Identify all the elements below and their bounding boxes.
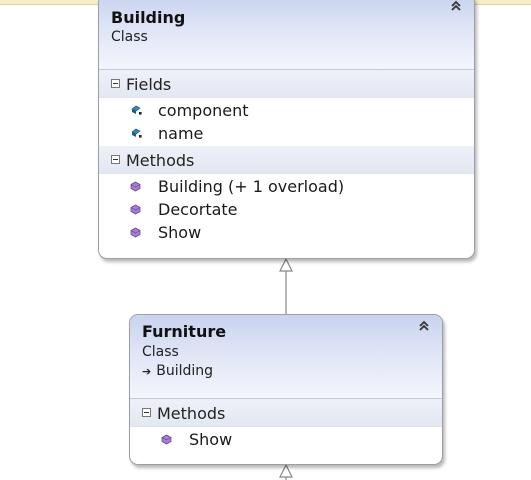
class-stereotype-building: Class <box>111 29 148 45</box>
class-header-furniture[interactable]: Furniture Class ➔ Building <box>130 315 442 399</box>
method-label: Show <box>158 223 202 242</box>
field-label: name <box>158 124 204 143</box>
method-item[interactable]: Decortate <box>99 198 474 221</box>
section-title-fields: Fields <box>126 75 172 94</box>
field-icon <box>131 128 142 138</box>
field-icon <box>131 105 142 115</box>
section-title-methods: Methods <box>157 404 226 423</box>
collapse-toggle-icon[interactable] <box>111 79 120 88</box>
method-label: Show <box>189 430 233 449</box>
double-chevron-up-icon[interactable] <box>448 0 464 16</box>
fields-list: component name <box>99 98 474 145</box>
inheritance-arrowhead-building <box>279 257 293 272</box>
section-header-methods[interactable]: Methods <box>99 146 474 174</box>
class-base-furniture: ➔ Building <box>142 363 213 379</box>
methods-list: Building (+ 1 overload) Decortate Show <box>99 174 474 244</box>
method-item[interactable]: Building (+ 1 overload) <box>99 175 474 198</box>
method-icon <box>161 434 172 445</box>
class-stereotype-furniture: Class <box>142 344 179 360</box>
class-header-building[interactable]: Building Class <box>99 0 474 70</box>
field-item[interactable]: name <box>99 122 474 145</box>
class-box-furniture[interactable]: Furniture Class ➔ Building Methods Show <box>129 314 443 465</box>
method-icon <box>130 204 141 215</box>
method-item[interactable]: Show <box>99 221 474 244</box>
base-class-label: Building <box>156 363 214 379</box>
class-name-furniture: Furniture <box>142 322 227 341</box>
class-box-building[interactable]: Building Class Fields component <box>98 0 475 259</box>
field-label: component <box>158 101 249 120</box>
double-chevron-up-icon[interactable] <box>416 320 432 336</box>
arrow-right-icon: ➔ <box>142 365 152 378</box>
method-label: Building (+ 1 overload) <box>158 177 345 196</box>
field-item[interactable]: component <box>99 99 474 122</box>
inheritance-arrowhead-furniture <box>279 463 293 478</box>
method-icon <box>130 227 141 238</box>
section-header-fields[interactable]: Fields <box>99 70 474 98</box>
method-label: Decortate <box>158 200 238 219</box>
collapse-toggle-icon[interactable] <box>142 408 151 417</box>
class-name-building: Building <box>111 8 186 27</box>
method-icon <box>130 181 141 192</box>
method-item[interactable]: Show <box>130 428 442 451</box>
section-header-methods[interactable]: Methods <box>130 399 442 427</box>
section-title-methods: Methods <box>126 151 195 170</box>
methods-list: Show <box>130 427 442 451</box>
collapse-toggle-icon[interactable] <box>111 155 120 164</box>
